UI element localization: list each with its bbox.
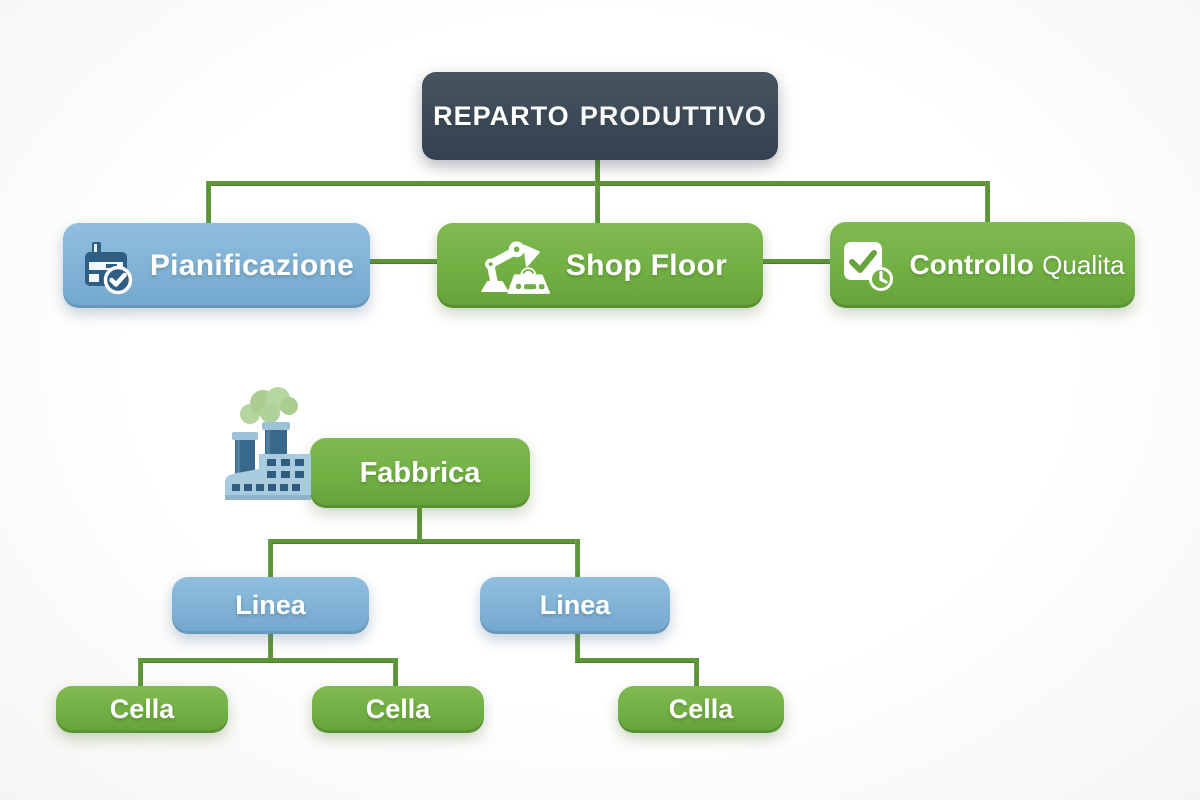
connector-linea-2-stem bbox=[575, 632, 580, 662]
node-reparto-produttivo: REPARTO PRODUTTIVO bbox=[422, 72, 778, 160]
connector-cells-bar-left bbox=[138, 658, 398, 663]
node-linea-2: Linea bbox=[480, 577, 670, 634]
cella-3-label: Cella bbox=[668, 694, 734, 724]
node-fabbrica: Fabbrica bbox=[310, 438, 530, 508]
pianificazione-label: Pianificazione bbox=[149, 248, 355, 282]
connector-drop-controllo bbox=[985, 181, 990, 225]
connector-drop-shop-floor bbox=[595, 181, 600, 225]
connector-pianificazione-shopfloor bbox=[368, 259, 439, 264]
connector-drop-pianificazione bbox=[206, 181, 211, 225]
connector-drop-cella-1 bbox=[138, 658, 143, 688]
robot-arm-icon bbox=[473, 236, 551, 296]
node-shop-floor: Shop Floor bbox=[437, 223, 763, 308]
node-cella-2: Cella bbox=[312, 686, 484, 733]
connector-drop-cella-2 bbox=[393, 658, 398, 688]
connector-drop-linea-2 bbox=[575, 539, 580, 579]
connector-drop-cella-3 bbox=[694, 658, 699, 688]
node-cella-1: Cella bbox=[56, 686, 228, 733]
cella-1-label: Cella bbox=[109, 694, 175, 724]
factory-icon bbox=[220, 386, 316, 508]
node-pianificazione: Pianificazione bbox=[63, 223, 370, 308]
controllo-label-secondary: Qualita bbox=[1042, 249, 1125, 280]
node-controllo-qualita: Controllo Qualita bbox=[830, 222, 1135, 308]
cella-2-label: Cella bbox=[365, 694, 431, 724]
connector-drop-linea-1 bbox=[268, 539, 273, 579]
linea-2-label: Linea bbox=[539, 590, 611, 620]
node-linea-1: Linea bbox=[172, 577, 369, 634]
shop-floor-label: Shop Floor bbox=[565, 248, 728, 282]
controllo-label-primary: Controllo bbox=[909, 249, 1034, 280]
linea-1-label: Linea bbox=[235, 590, 306, 620]
reparto-label-secondary: PRODUTTIVO bbox=[579, 100, 767, 131]
connector-cells-bar-right bbox=[575, 658, 699, 663]
fabbrica-label: Fabbrica bbox=[359, 456, 481, 489]
planning-calendar-icon bbox=[79, 237, 135, 295]
reparto-label-primary: REPARTO bbox=[433, 100, 570, 131]
connector-fabbrica-stem bbox=[417, 506, 422, 543]
node-cella-3: Cella bbox=[618, 686, 784, 733]
connector-shopfloor-controllo bbox=[761, 259, 832, 264]
connector-fabbrica-bar bbox=[268, 539, 580, 544]
connector-root-stem bbox=[595, 156, 600, 186]
quality-check-clock-icon bbox=[840, 238, 894, 292]
connector-linea-1-stem bbox=[268, 632, 273, 662]
